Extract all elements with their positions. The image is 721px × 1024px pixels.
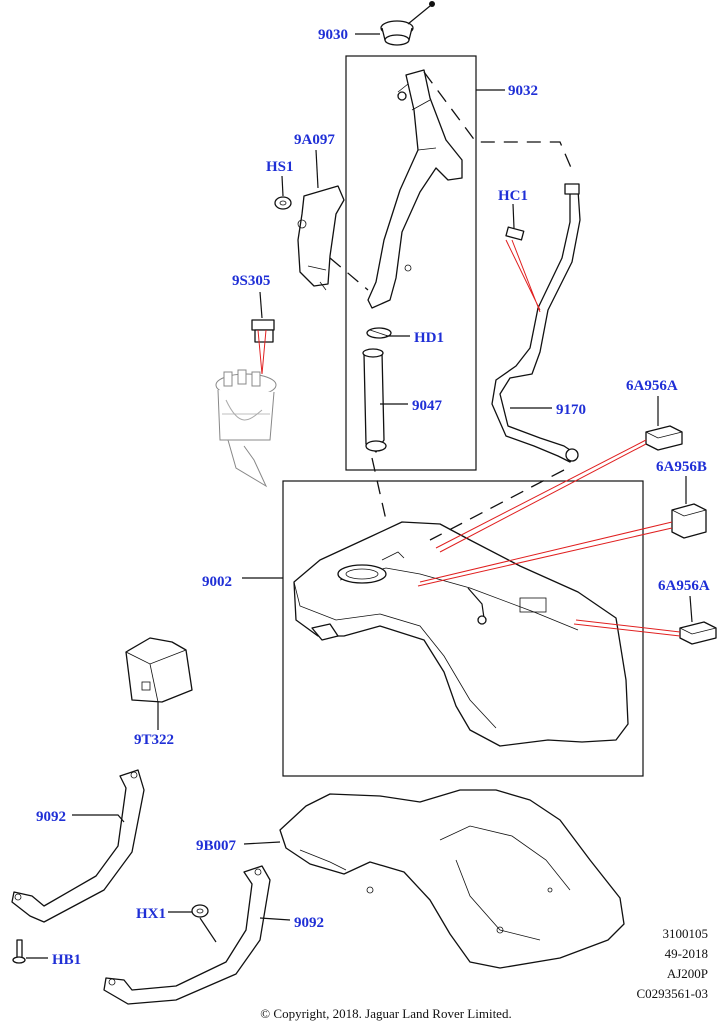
filler-hose-part [362,348,387,453]
reference-line-1: 3100105 [663,926,709,941]
leader-HC1 [512,203,515,229]
pad-6A956A-bottom-part [679,621,717,645]
leader-9092-left [72,814,125,823]
callout-9170: 9170 [556,402,586,418]
callout-HS1: HS1 [266,159,294,175]
leader-9S305 [259,291,263,319]
lock-ring-part [251,319,275,343]
callout-9092-right: 9092 [294,915,324,931]
callout-6A956A-top: 6A956A [626,378,678,394]
leader-9A097 [315,149,319,189]
reference-line-3: AJ200P [667,966,708,981]
highlight-pad-b [417,521,673,587]
callout-6A956A-bottom: 6A956A [658,578,710,594]
filler-bracket-part [297,185,345,291]
undertray-part [279,789,625,969]
callout-9092-left: 9092 [36,809,66,825]
vent-pipe-part [491,183,581,463]
callout-9S305: 9S305 [232,273,270,289]
reference-line-4: C0293561-03 [637,986,709,1001]
leader-6A956A-bottom [689,595,693,623]
highlight-pad-a-bottom [573,619,681,637]
pad-6A956B-part [671,503,707,539]
callout-HD1: HD1 [414,330,444,346]
copyright-notice: © Copyright, 2018. Jaguar Land Rover Lim… [260,1006,511,1021]
pipe-clip-part [505,226,525,241]
filler-pipe-part [367,69,463,309]
highlight-pad-a-top [435,439,647,553]
leader-9B007 [243,841,281,845]
heat-shield-part [125,637,193,703]
callout-9047: 9047 [412,398,443,414]
callout-9002: 9002 [202,574,232,590]
filler-cap-part [380,1,435,46]
highlight-clip [505,239,541,313]
bolt-part [12,939,26,964]
grommet-part [274,196,292,210]
leader-HX1-part [199,917,217,943]
assembly-line-hose [371,457,387,521]
fuel-pump-module [215,369,277,488]
filler-group-box [345,55,477,471]
reference-line-2: 49-2018 [665,946,708,961]
fuel-tank-part [293,521,629,747]
callout-9T322: 9T322 [134,732,174,748]
nut-part [191,904,209,918]
pad-6A956A-top-part [645,425,683,451]
assembly-line-bracket [329,257,369,291]
callout-6A956B: 6A956B [656,459,707,475]
highlight-lock-ring [257,329,267,375]
callout-HX1: HX1 [136,906,166,922]
callout-9030: 9030 [318,27,348,43]
callout-9A097: 9A097 [294,132,335,148]
tank-strap-left-part [11,769,145,923]
tank-group-box [282,480,644,777]
assembly-line-tank [429,469,565,541]
assembly-line-vent [423,71,573,171]
callout-9B007: 9B007 [196,838,237,854]
callout-9032: 9032 [508,83,538,99]
callout-HC1: HC1 [498,188,528,204]
callout-HB1: HB1 [52,952,81,968]
tank-strap-right-part [103,865,271,1005]
hose-clamp-part [366,327,392,339]
leader-9092-right [259,917,291,921]
leader-HS1 [281,175,284,197]
